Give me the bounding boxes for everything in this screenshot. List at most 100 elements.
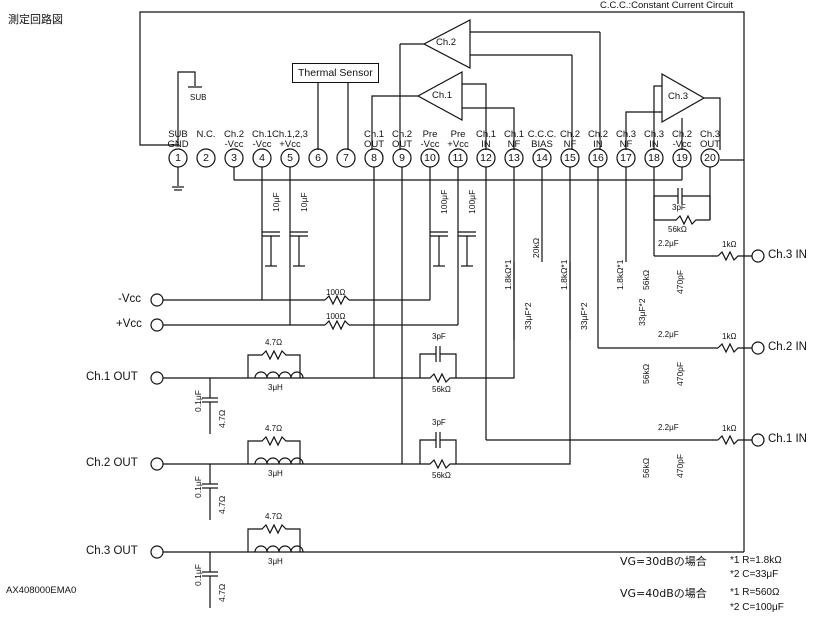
- terminal-ch3-out: Ch.3 OUT: [86, 545, 138, 557]
- res-20k: 20kΩ: [531, 237, 541, 258]
- pin-label-14: C.C.C.BIAS: [527, 129, 557, 150]
- cap-22uf-ch2: 2.2μF: [658, 330, 679, 339]
- frame-wires: [139, 11, 745, 161]
- res-47-ch3: 4.7Ω: [265, 512, 283, 521]
- ccc-note: C.C.C.:Constant Current Circuit: [600, 0, 734, 11]
- terminal-pos-vcc: +Vcc: [116, 318, 142, 330]
- cap-33uf-ch1: 33μF*2: [523, 302, 533, 330]
- pin-number-4: 4: [259, 152, 265, 164]
- pin-number-8: 8: [371, 152, 377, 164]
- cap-10uf-b: 10μF: [299, 192, 309, 212]
- cap-100uf-b: 100μF: [467, 189, 477, 214]
- res-47v-ch1: 4.7Ω: [217, 409, 227, 428]
- pin-number-18: 18: [648, 152, 660, 164]
- note-vg40: VG=40dBの場合: [620, 587, 707, 600]
- pin-number-20: 20: [704, 152, 716, 164]
- terminal-ch2-in: Ch.2 IN: [768, 341, 807, 353]
- res-18k-ch3: 1.8kΩ*1: [615, 259, 625, 290]
- feedback-networks: [374, 262, 571, 470]
- res-47-ch1: 4.7Ω: [265, 338, 283, 347]
- res-47v-ch2: 4.7Ω: [217, 495, 227, 514]
- note-vg30-c: *2 C=33μF: [730, 569, 779, 580]
- cap-3pf-ch3: 3pF: [672, 203, 686, 212]
- pin-label-3: Ch.2-Vcc: [223, 129, 245, 150]
- cap-22uf-ch3: 2.2μF: [658, 239, 679, 248]
- opamp-ch3: [625, 72, 721, 150]
- supply-capacitors: [262, 231, 476, 267]
- terminal-neg-vcc: -Vcc: [118, 293, 141, 305]
- pin-number-7: 7: [343, 152, 349, 164]
- pin-number-9: 9: [399, 152, 405, 164]
- cap-3pf-ch1: 3pF: [432, 332, 446, 341]
- cap-01uf-ch2: 0.1μF: [193, 476, 203, 498]
- ind-ch3: 3μH: [268, 557, 283, 566]
- pin-number-5: 5: [287, 152, 293, 164]
- ind-ch1: 3μH: [268, 383, 283, 392]
- pin-number-15: 15: [564, 152, 576, 164]
- document-code: AX408000EMA0: [6, 585, 77, 596]
- cap-33uf-ch2: 33μF*2: [579, 302, 589, 330]
- pin-number-17: 17: [620, 152, 632, 164]
- terminal-ch1-out: Ch.1 OUT: [86, 371, 138, 383]
- pin-label-5: Ch.1,2,3+Vcc: [272, 129, 308, 150]
- pin-number-19: 19: [676, 152, 688, 164]
- thermal-sensor-box: Thermal Sensor: [292, 63, 379, 83]
- amp-label-ch3: Ch.3: [668, 91, 689, 102]
- supply-lines: [150, 293, 458, 332]
- res-47-ch2: 4.7Ω: [265, 424, 283, 433]
- pin-number-13: 13: [508, 152, 520, 164]
- pin-label-4: Ch.1-Vcc: [251, 129, 273, 150]
- res-56k-ch1: 56kΩ: [432, 385, 451, 394]
- pin-number-6: 6: [315, 152, 321, 164]
- pin-label-2: N.C.: [196, 129, 216, 140]
- res-1k-ch3: 1kΩ: [722, 240, 737, 249]
- res-56k-in-ch2: 56kΩ: [641, 363, 651, 384]
- note-vg40-c: *2 C=100μF: [730, 602, 784, 613]
- cap-470pf-ch1: 470pF: [675, 453, 685, 478]
- note-vg30-r: *1 R=1.8kΩ: [730, 555, 782, 566]
- amp-label-ch2: Ch.2: [436, 37, 457, 48]
- opamp-ch1: [371, 70, 515, 150]
- pin-number-1: 1: [175, 152, 181, 164]
- pin-number-11: 11: [452, 152, 464, 164]
- cap-33uf-ch3: 33μF*2: [637, 298, 647, 326]
- res-56k-ch3: 56kΩ: [668, 225, 687, 234]
- res-56k-in-ch1: 56kΩ: [641, 457, 651, 478]
- terminal-ch2-out: Ch.2 OUT: [86, 457, 138, 469]
- cap-10uf-a: 10μF: [271, 192, 281, 212]
- pin-number-2: 2: [203, 152, 209, 164]
- pin-label-19: Ch.2-Vcc: [671, 129, 693, 150]
- sub-ground-symbol: [177, 71, 202, 145]
- cap-01uf-ch3: 0.1μF: [193, 564, 203, 586]
- pin-label-10: Pre-Vcc: [420, 129, 440, 150]
- res-100-pos: 100Ω: [326, 312, 346, 321]
- amp-label-ch1: Ch.1: [432, 90, 453, 101]
- cap-470pf-ch2: 470pF: [675, 361, 685, 386]
- note-vg40-r: *1 R=560Ω: [730, 587, 780, 598]
- res-18k-ch2: 1.8kΩ*1: [559, 259, 569, 290]
- note-vg30: VG=30dBの場合: [620, 555, 707, 568]
- pin-label-11: Pre+Vcc: [447, 129, 469, 150]
- res-56k-ch2: 56kΩ: [432, 471, 451, 480]
- pin-number-10: 10: [424, 152, 436, 164]
- pin-number-12: 12: [480, 152, 492, 164]
- res-1k-ch1: 1kΩ: [722, 424, 737, 433]
- res-1k-ch2: 1kΩ: [722, 332, 737, 341]
- input-networks: [486, 188, 765, 447]
- cap-3pf-ch2: 3pF: [432, 418, 446, 427]
- cap-22uf-ch1: 2.2μF: [658, 423, 679, 432]
- res-18k-ch1: 1.8kΩ*1: [503, 259, 513, 290]
- pin-number-3: 3: [231, 152, 237, 164]
- terminal-ch1-in: Ch.1 IN: [768, 433, 807, 445]
